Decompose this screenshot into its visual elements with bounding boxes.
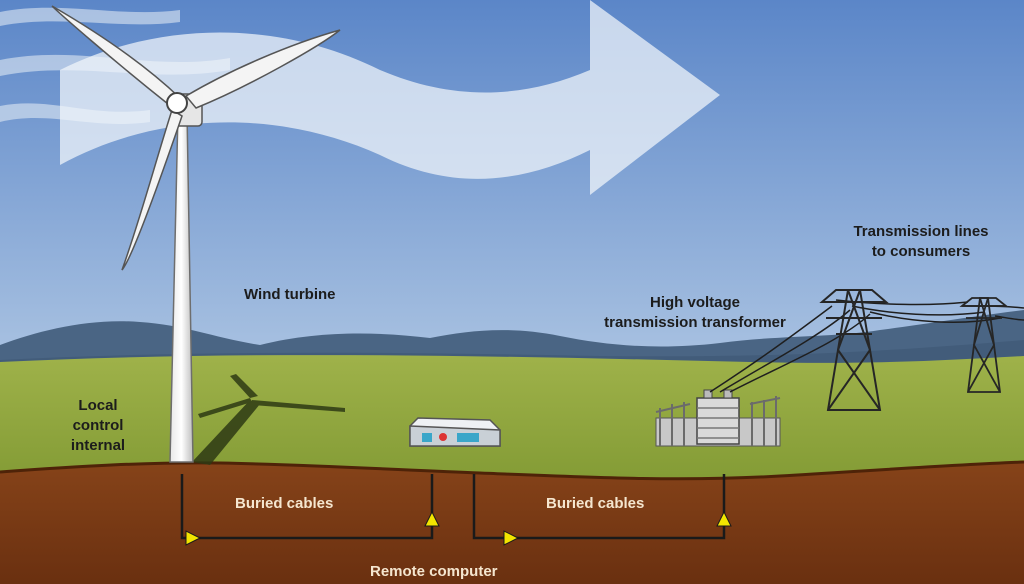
label-buried-cables-right: Buried cables [546,495,645,512]
label-local-control-line-1: Local [78,397,118,414]
buried-cables [180,474,726,540]
control-box-icon [409,417,501,447]
label-transformer: High voltage transmission transformer [580,293,810,333]
transformer-icon [655,389,781,447]
wind-arrow-icon [60,0,720,195]
label-remote-computer: Remote computer [370,563,498,580]
turbine-shadow [192,374,345,465]
underground-soil [0,462,1024,584]
label-wind-turbine: Wind turbine [244,286,336,303]
label-buried-cables-left: Buried cables [235,495,334,512]
label-transmission-lines-line-2: to consumers [871,243,971,260]
label-local-control-line-3: internal [70,437,126,454]
transmission-tower-icon [819,289,889,411]
label-transmission-lines-line-1: Transmission lines [853,223,989,240]
label-local-control: Local control internal [56,396,140,456]
wind-turbine-icon [51,5,341,463]
transmission-tower-icon [959,297,1009,393]
cable-flow-arrows [185,510,732,546]
label-transformer-line-2: transmission transformer [604,314,786,331]
label-transformer-line-1: High voltage [649,294,740,311]
label-local-control-line-2: control [72,417,124,434]
label-transmission-lines: Transmission lines to consumers [826,222,1016,262]
